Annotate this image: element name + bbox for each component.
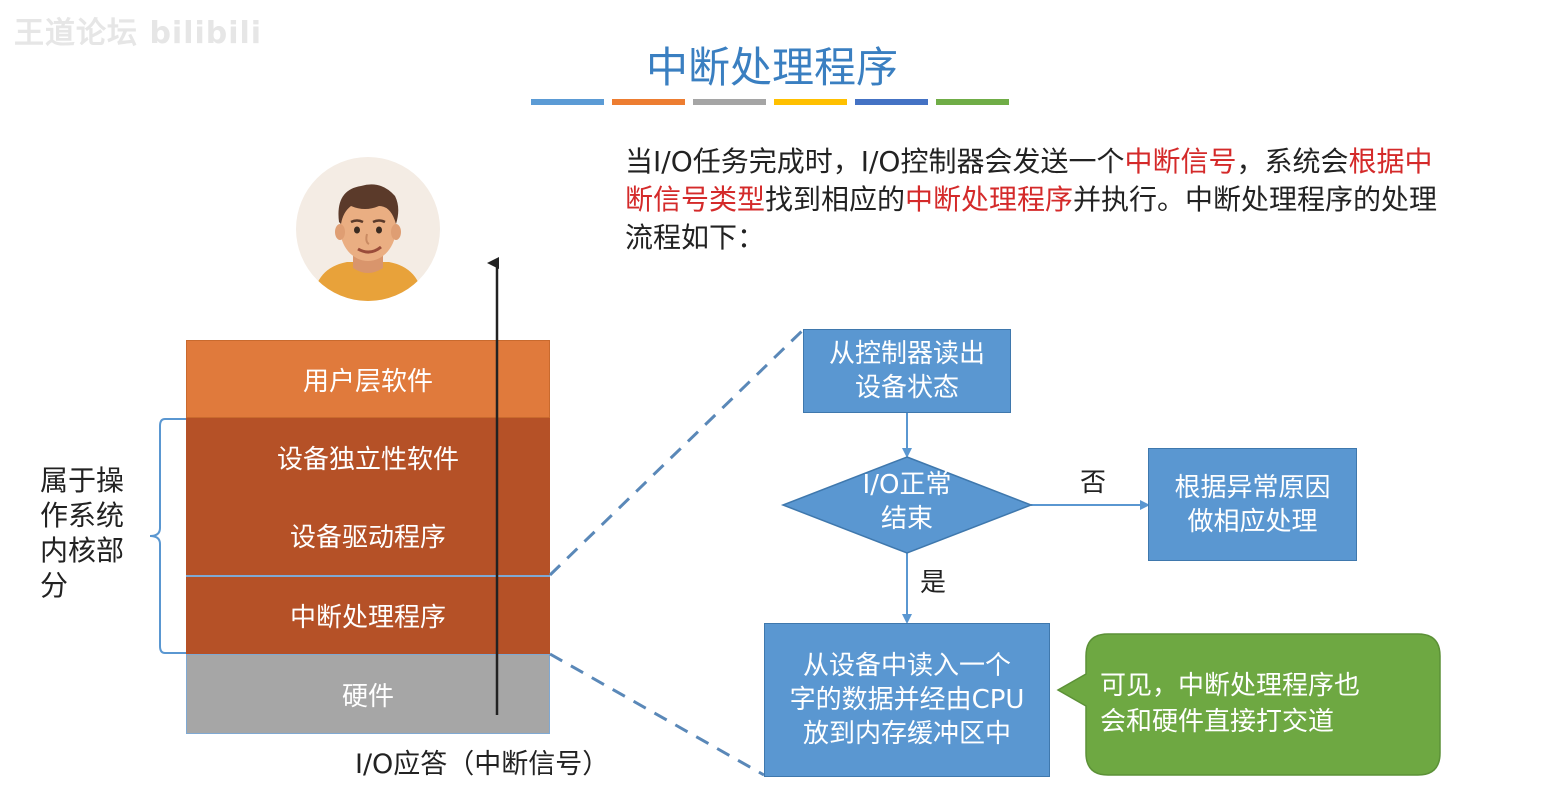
watermark: 王道论坛 bilibili xyxy=(14,16,263,51)
decision-diamond xyxy=(780,456,1034,554)
callout-bubble xyxy=(1056,633,1441,776)
decision-label: I/O正常 结束 xyxy=(862,470,952,534)
zoom-line-bottom xyxy=(549,652,765,777)
layer-user-software: 用户层软件 xyxy=(186,340,550,418)
color-bar-1 xyxy=(531,99,604,105)
flow-box-read-data: 从设备中读入一个 字的数据并经由CPU 放到内存缓冲区中 xyxy=(764,623,1050,777)
io-answer-label: I/O应答（中断信号） xyxy=(355,749,610,780)
kernel-part-label: 属于操作系统内核部分 xyxy=(40,464,125,602)
intro-text-2: ，系统会 xyxy=(1236,145,1349,178)
layer-device-driver: 设备驱动程序 xyxy=(186,496,550,575)
intro-text-1: 当I/O任务完成时，I/O控制器会发送一个 xyxy=(625,145,1125,178)
person-avatar-icon xyxy=(296,157,440,301)
intro-paragraph: 当I/O任务完成时，I/O控制器会发送一个中断信号，系统会根据中断信号类型找到相… xyxy=(625,143,1445,257)
intro-text-3: 找到相应的 xyxy=(765,183,906,216)
flow-box-handle-error: 根据异常原因 做相应处理 xyxy=(1148,448,1357,561)
intro-highlight-interrupt-signal: 中断信号 xyxy=(1124,145,1237,178)
color-bar-3 xyxy=(693,99,766,105)
color-bar-4 xyxy=(774,99,847,105)
no-label: 否 xyxy=(1080,468,1107,498)
zoom-line-top xyxy=(548,328,805,577)
callout-text: 可见，中断处理程序也 会和硬件直接打交道 xyxy=(1100,671,1361,737)
intro-highlight-handler: 中断处理程序 xyxy=(905,183,1074,216)
color-bar-6 xyxy=(936,99,1009,105)
color-bar-2 xyxy=(612,99,685,105)
flow-box-read-status: 从控制器读出 设备状态 xyxy=(803,329,1011,413)
kernel-brace xyxy=(149,418,186,654)
yes-label: 是 xyxy=(920,568,947,598)
layer-device-independent-software: 设备独立性软件 xyxy=(186,418,550,496)
layer-interrupt-handler: 中断处理程序 xyxy=(186,575,550,654)
page-title: 中断处理程序 xyxy=(645,43,898,92)
layer-hardware: 硬件 xyxy=(186,654,550,734)
color-bar-5 xyxy=(855,99,928,105)
intro-highlight-signal-type: 根据中断信号类型 xyxy=(625,145,1433,216)
intro-text-4: 并执行。中断处理程序的处理流程如下： xyxy=(625,183,1438,254)
